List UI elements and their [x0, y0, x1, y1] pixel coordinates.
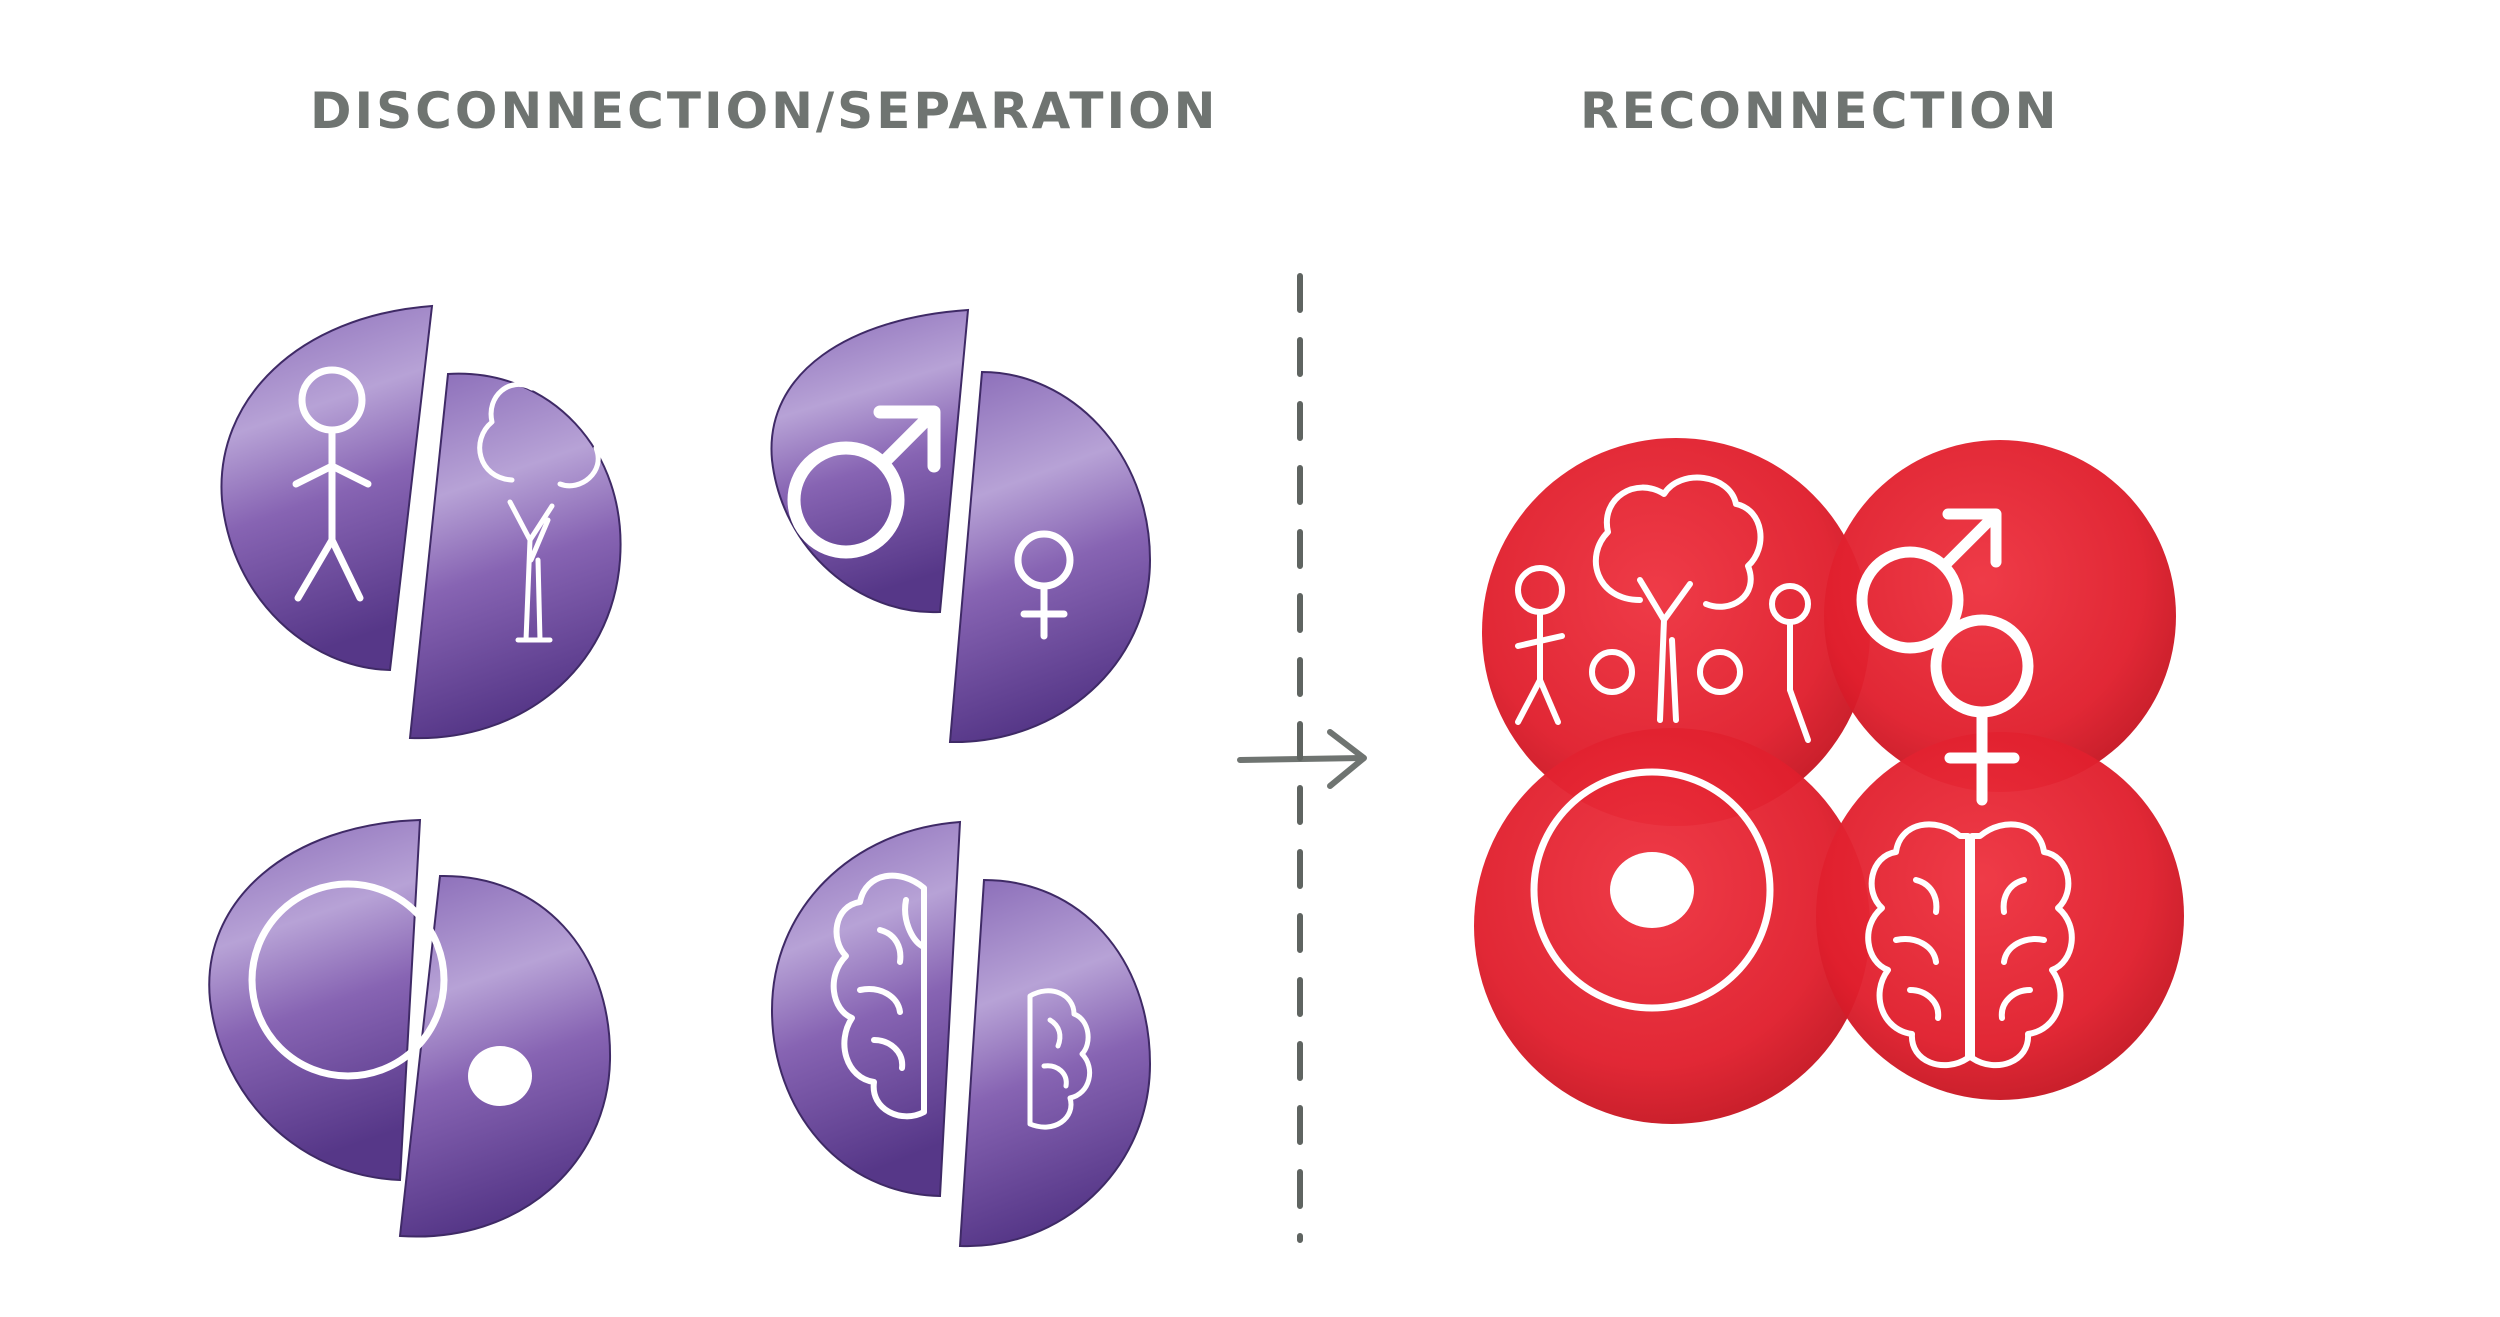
half-disc-left	[208, 818, 422, 1182]
pair-brain-halves	[770, 820, 1152, 1248]
female-symbol-icon	[1014, 530, 1074, 640]
pair-male-female	[770, 308, 1152, 744]
circle-with-dot-icon	[1530, 768, 1774, 1012]
filled-dot-icon	[468, 1046, 532, 1106]
title-reconnection: RECONNECTION	[1580, 82, 2060, 140]
reconnection-cluster	[1474, 438, 2184, 1124]
people-and-tree-icon	[1515, 474, 1811, 743]
brain-icon	[1865, 821, 2075, 1069]
half-disc-right	[948, 370, 1152, 744]
male-symbol-icon	[787, 405, 941, 559]
brain-half-icon	[830, 872, 927, 1120]
half-disc-right	[958, 878, 1152, 1248]
stick-figure-icon	[292, 366, 372, 602]
pair-circle-dot	[208, 818, 612, 1238]
brain-half-small-icon	[1027, 988, 1093, 1130]
tree-icon	[477, 372, 608, 643]
half-disc-left	[770, 820, 962, 1198]
circle-outline-icon	[248, 880, 448, 1080]
interlocked-gender-symbols-icon	[1856, 508, 2034, 806]
half-disc-left	[220, 304, 434, 672]
half-disc-right	[408, 372, 622, 740]
pair-person-tree	[220, 304, 622, 740]
